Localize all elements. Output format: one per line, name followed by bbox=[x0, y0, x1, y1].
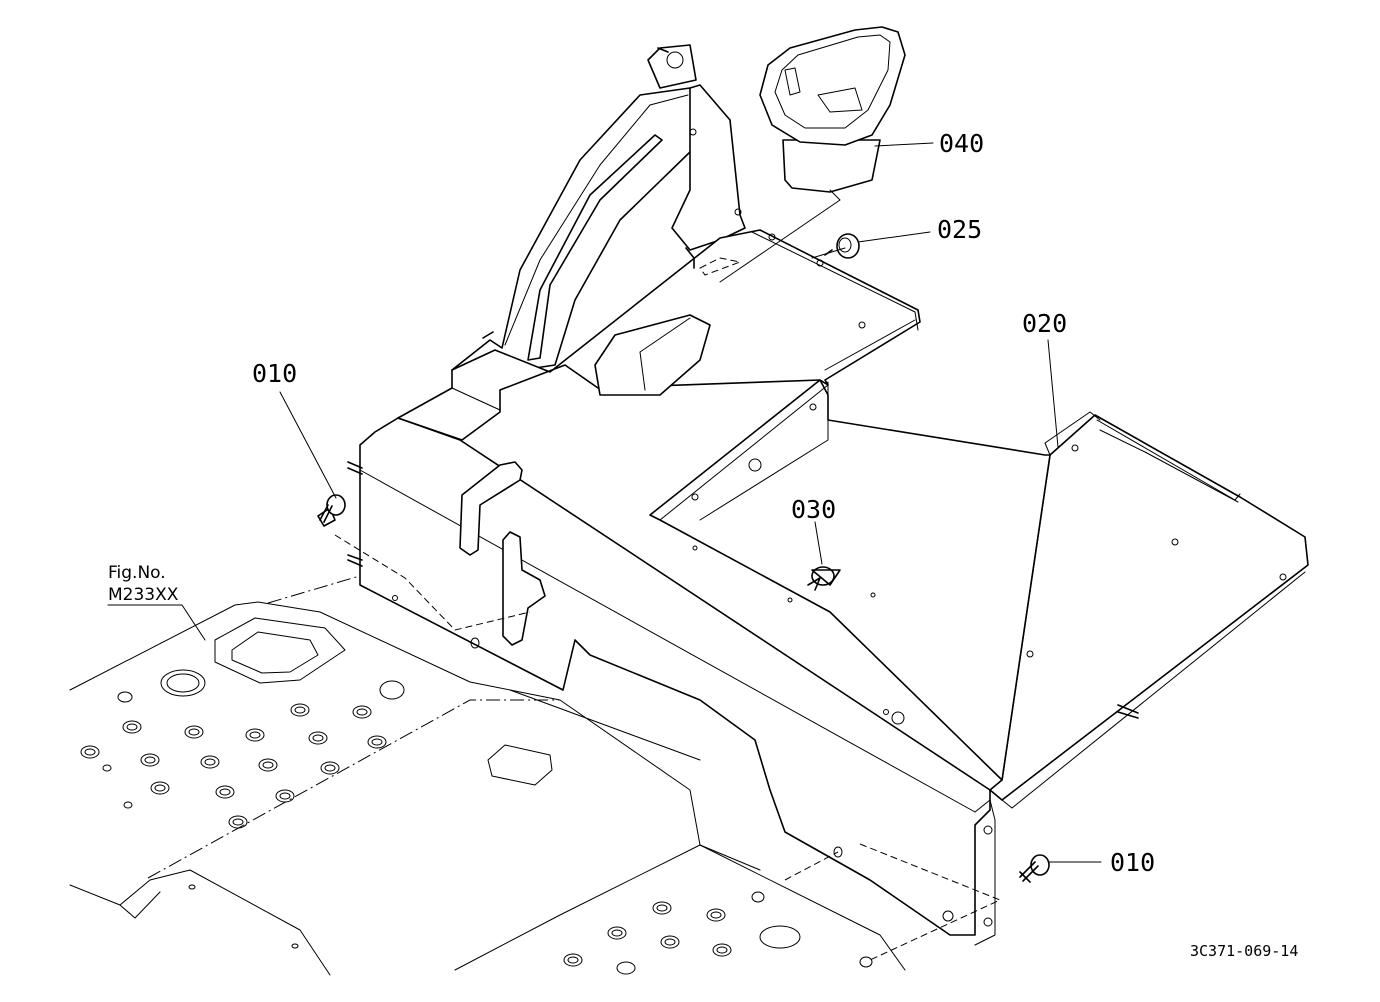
callout-040: 040 bbox=[939, 129, 984, 158]
callout-030: 030 bbox=[791, 495, 836, 524]
floor-grommets bbox=[80, 669, 873, 975]
main-panel bbox=[334, 417, 1002, 961]
leader-lines bbox=[107, 142, 1102, 863]
clip-030 bbox=[807, 566, 841, 591]
callout-020: 020 bbox=[1022, 309, 1067, 338]
drawing-code: 3C371-069-14 bbox=[1190, 942, 1298, 960]
floor-plate bbox=[69, 569, 906, 976]
boot-040 bbox=[719, 26, 906, 283]
shift-guide bbox=[397, 44, 921, 441]
callout-010-upper: 010 bbox=[252, 359, 297, 388]
fig-number: M233XX bbox=[108, 585, 179, 605]
shelf-plate-020 bbox=[989, 411, 1309, 809]
callout-010-lower: 010 bbox=[1110, 848, 1155, 877]
bolt-010-upper bbox=[317, 494, 346, 527]
fig-label: Fig.No. bbox=[108, 563, 166, 583]
bolt-010-lower bbox=[1019, 854, 1050, 883]
front-bracket bbox=[649, 379, 1051, 781]
collar-025 bbox=[811, 233, 860, 259]
callout-025: 025 bbox=[937, 215, 982, 244]
callout-labels: 010 010 020 025 030 040 Fig.No. M233XX 3… bbox=[108, 129, 1298, 960]
